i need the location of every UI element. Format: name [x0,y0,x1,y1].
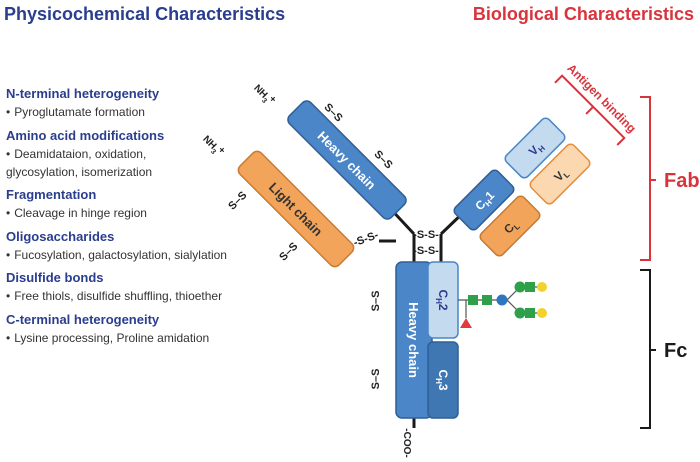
fab-label: Fab [664,170,700,192]
vl-domain: VL [529,143,591,205]
disulfide-bond-label: S–S [370,369,382,390]
characteristic-item: •Deamidataion, oxidation, [6,145,306,163]
fucose-icon [460,318,472,328]
mannose-icon [496,294,508,306]
galactose-icon [537,282,547,292]
characteristic-item-text: Pyroglutamate formation [14,105,145,119]
characteristic-item-text: Cleavage in hinge region [14,206,147,221]
fc-bracket [640,269,651,429]
bullet-icon: • [6,247,11,262]
characteristic-heading: Oligosaccharides [6,228,115,244]
characteristic-item-text: Free thiols, disulfide shuffling, thioet… [14,289,223,304]
bullet-icon: • [6,146,11,161]
disulfide-bond-label: S–S [370,291,382,312]
glycan [458,281,547,328]
cl-domain-body [479,195,541,257]
vh-domain: VH [504,117,566,179]
n-terminus-light-label: NH3+ [199,132,228,161]
ch3-domain-body [427,341,459,419]
characteristic-item: •Cleavage in hinge region [6,204,306,222]
fc-label: Fc [664,340,687,362]
disulfide-bond-label: S–S [277,240,300,263]
characteristic-group: Disulfide bonds •Free thiols, disulfide … [6,268,306,305]
ch1-domain-body [453,169,515,231]
characteristic-group: N-terminal heterogeneity •Pyroglutamate … [6,84,306,121]
characteristic-item: glycosylation, isomerization [6,163,306,181]
glcnac-icon [482,295,492,305]
bullet-icon: • [6,105,11,119]
characteristic-item-text: Lysine processing, Proline amidation [14,330,210,345]
characteristic-group: Fragmentation •Cleavage in hinge region [6,185,306,222]
n-terminus-heavy-label: NH3+ [250,81,279,110]
bullet-icon: • [6,289,11,304]
glcnac-icon [525,308,535,318]
ch3-domain-label: CH3 [434,369,450,390]
characteristic-item-text: Deamidataion, oxidation, [14,146,147,161]
characteristic-item: •Fucosylation, galactosylation, sialylat… [6,246,306,264]
vl-domain-body [529,143,591,205]
characteristic-item: •Pyroglutamate formation [6,103,306,121]
fc-heavy-chain-label: Heavy chain [406,302,421,378]
antigen-binding-bracket: Antigen binding [554,61,639,146]
characteristic-heading: Fragmentation [6,187,97,203]
characteristic-group: Oligosaccharides •Fucosylation, galactos… [6,227,306,264]
bullet-icon: • [6,330,11,345]
bullet-icon: • [6,206,11,221]
characteristic-item: •Free thiols, disulfide shuffling, thioe… [6,287,306,305]
antigen-binding-label: Antigen binding [564,61,638,135]
cl-domain: CL [479,195,541,257]
characteristic-group: Amino acid modifications •Deamidataion, … [6,126,306,181]
characteristic-item-text: Fucosylation, galactosylation, sialylati… [14,247,227,262]
galactose-icon [537,308,547,318]
c-terminus-label: -COO- [401,428,412,457]
characteristics-list: N-terminal heterogeneity •Pyroglutamate … [6,84,306,352]
glcnac-icon [468,295,478,305]
fc-heavy-chain-body [395,261,433,419]
characteristic-heading: Amino acid modifications [6,127,165,143]
hinge-disulfide-label: -S-S- [413,245,439,257]
mannose-icon [514,281,526,293]
characteristic-item-text: glycosylation, isomerization [6,164,153,179]
biological-title: Biological Characteristics [472,4,694,24]
characteristic-heading: N-terminal heterogeneity [6,86,160,101]
hinge-disulfide-label: -S-S- [413,229,439,241]
glcnac-icon [525,282,535,292]
physicochemical-title: Physicochemical Characteristics [4,4,286,24]
ch2-domain-label: CH2 [434,289,450,310]
antigen-binding-bracket-tick [585,106,594,115]
mannose-icon [514,307,526,319]
left-heavy-chain-body [287,100,407,220]
fab-bracket [640,96,651,261]
characteristic-item: •Lysine processing, Proline amidation [6,329,306,347]
light-heavy-disulfide-label: -S-S- [352,229,381,249]
ch1-domain: CH1 [453,169,515,231]
light-chain-body [237,150,355,268]
characteristic-heading: Disulfide bonds [6,270,104,286]
disulfide-bond-label: S–S [226,189,249,212]
characteristic-heading: C-terminal heterogeneity [6,311,160,327]
characteristic-group: C-terminal heterogeneity •Lysine process… [6,310,306,347]
vh-domain-body [504,117,566,179]
